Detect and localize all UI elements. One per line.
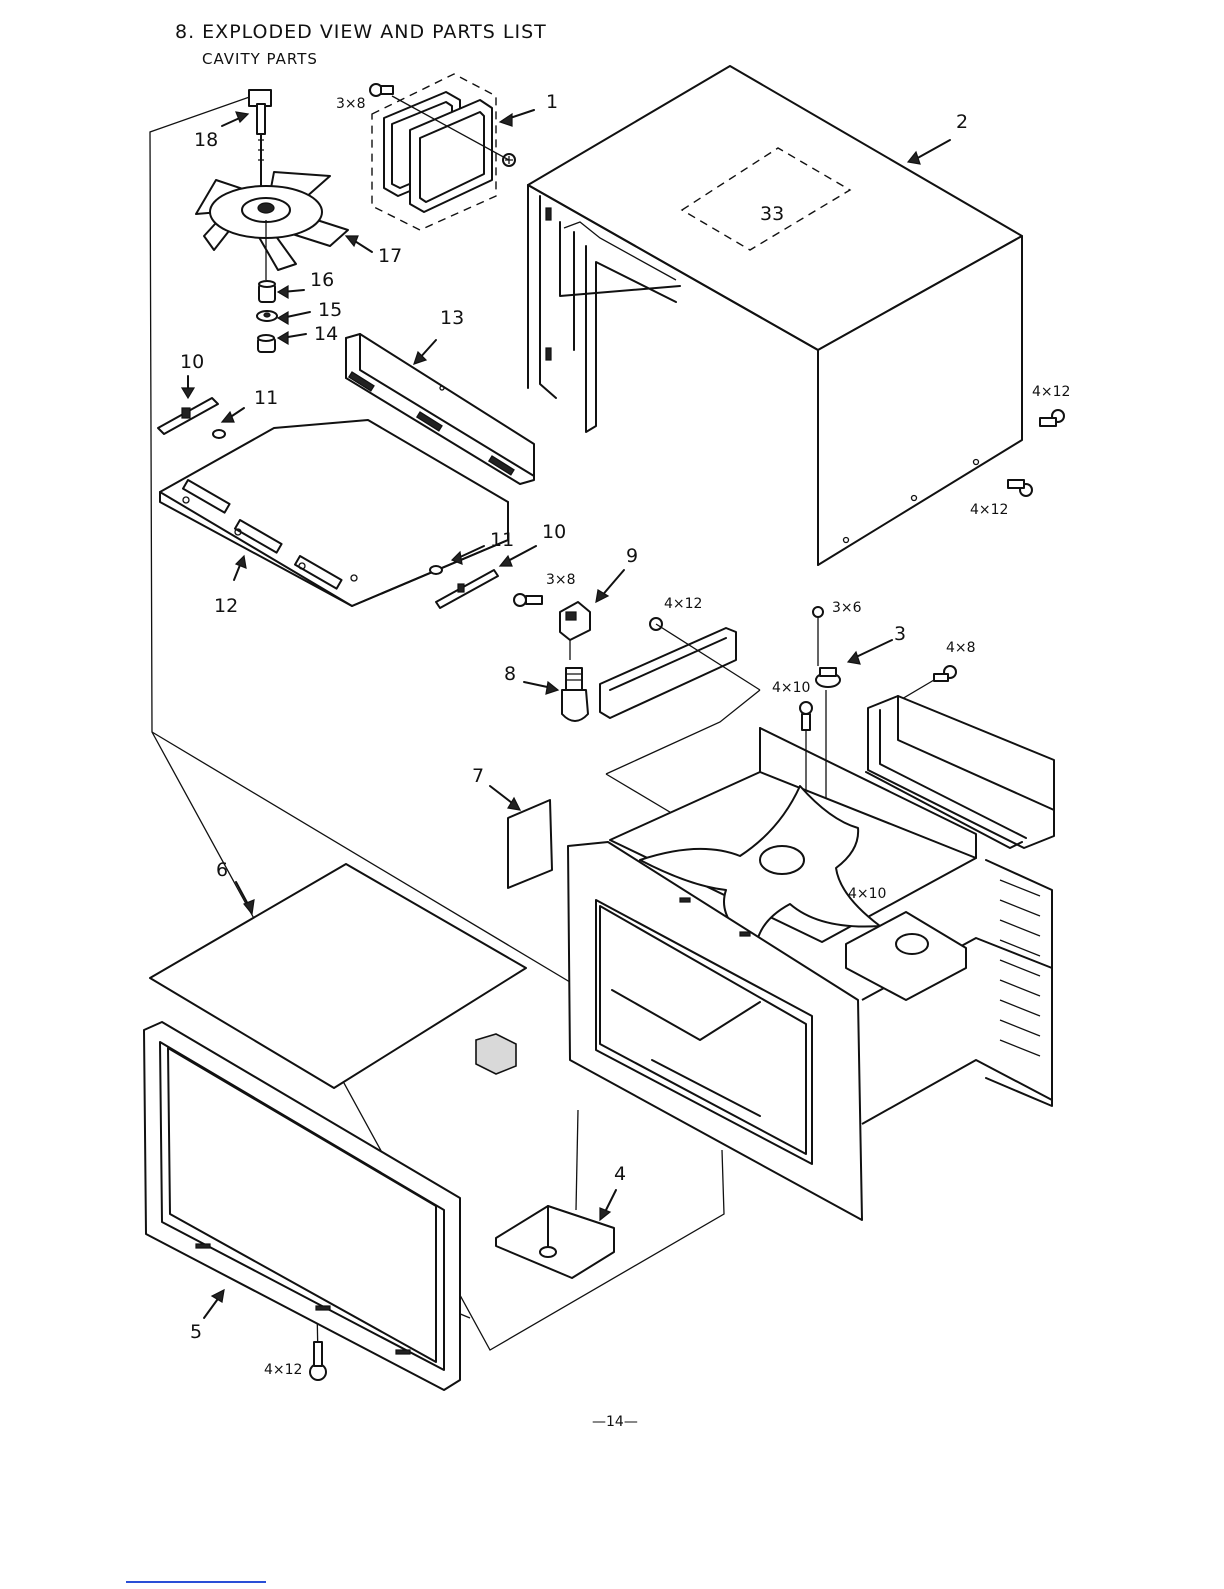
lamp-bulb-8: [562, 668, 588, 721]
label-part-2: 2: [956, 111, 968, 133]
label-screw-4x10-a: 4×10: [772, 680, 810, 696]
page-title: 8. EXPLODED VIEW AND PARTS LIST: [175, 21, 547, 43]
page-number: —14—: [592, 1414, 638, 1430]
label-part-16: 16: [310, 269, 334, 291]
bracket-4: [496, 1110, 614, 1278]
label-part-6: 6: [216, 859, 228, 881]
label-part-8: 8: [504, 663, 516, 685]
fan-blade: [196, 172, 348, 280]
screw-3x8-mid: [514, 594, 542, 606]
label-screw-3x6: 3×6: [832, 600, 862, 616]
label-part-18: 18: [194, 129, 218, 151]
screw-4x10-a: [800, 702, 812, 790]
label-part-15: 15: [318, 299, 342, 321]
label-screw-4x12-mid: 4×12: [664, 596, 702, 612]
lamp-bracket: [600, 618, 760, 718]
label-screw-3x8-mid: 3×8: [546, 572, 576, 588]
screw-4x12-right-b: [1008, 480, 1032, 496]
pin-11-right: [430, 566, 442, 574]
label-part-3: 3: [894, 623, 906, 645]
label-part-5: 5: [190, 1321, 202, 1343]
hinge-10-right: [436, 570, 498, 608]
label-screw-4x10-b: 4×10: [848, 886, 886, 902]
pad: [476, 1034, 516, 1074]
label-part-12: 12: [214, 595, 238, 617]
label-part-17: 17: [378, 245, 402, 267]
label-part-7: 7: [472, 765, 484, 787]
washer-15: [257, 311, 277, 321]
label-screw-4x12-a: 4×12: [1032, 384, 1070, 400]
label-screw-4x8: 4×8: [946, 640, 976, 656]
waveguide-cover: [370, 74, 515, 230]
label-part-4: 4: [614, 1163, 626, 1185]
label-part-33: 33: [760, 203, 784, 225]
label-part-11-left: 11: [254, 387, 278, 409]
plate-12: [160, 420, 508, 606]
fan-motor: [249, 90, 271, 200]
label-part-14: 14: [314, 323, 338, 345]
screw-4x12-right-a: [1040, 410, 1064, 426]
screw-4x12-bottom: [310, 1342, 326, 1380]
label-part-10-left: 10: [180, 351, 204, 373]
thermostat-3: [813, 607, 840, 800]
lamp-socket-9: [560, 602, 590, 660]
label-screw-4x12-b: 4×12: [970, 502, 1008, 518]
label-part-9: 9: [626, 545, 638, 567]
pin-11-left: [213, 430, 225, 438]
label-part-1: 1: [546, 91, 558, 113]
label-screw-3x8-top: 3×8: [336, 96, 366, 112]
label-screw-4x12-bottom: 4×12: [264, 1362, 302, 1378]
label-part-11-right: 11: [490, 529, 514, 551]
nut-14: [258, 335, 275, 352]
label-part-10-right: 10: [542, 521, 566, 543]
hinge-10-left: [158, 398, 218, 434]
spacer-16: [259, 281, 275, 302]
label-part-13: 13: [440, 307, 464, 329]
cover-7: [508, 800, 552, 888]
page-subtitle: CAVITY PARTS: [202, 50, 318, 68]
